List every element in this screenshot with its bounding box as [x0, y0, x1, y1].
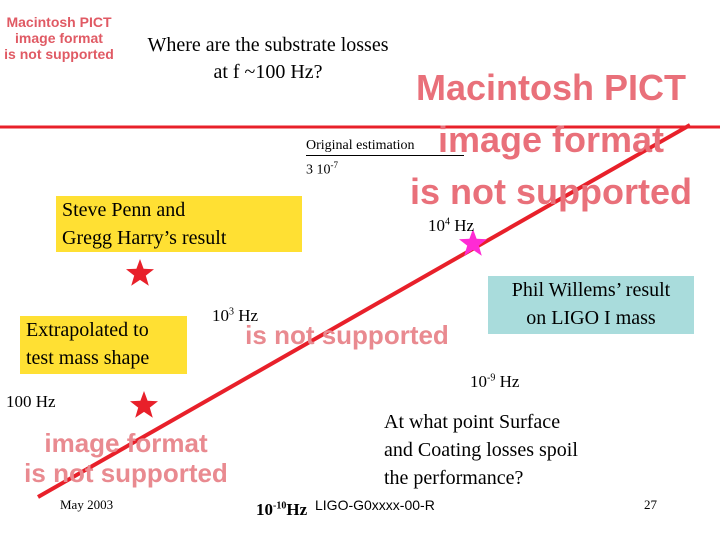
page-number: 27 [644, 497, 657, 512]
question-line: and Coating losses spoil [384, 439, 578, 461]
loss-trend-line [37, 123, 691, 499]
penn-harry-result-box: Steve Penn and Gregg Harry’s result [56, 196, 302, 252]
original-estimation-value: 3 10 [306, 162, 331, 178]
footer-document-id: LIGO-G0xxxx-00-R [315, 497, 435, 513]
label-exponent: -9 [487, 372, 496, 384]
placeholder-line: is not supported [24, 458, 228, 488]
unsupported-image-placeholder-small: Macintosh PICT image format is not suppo… [0, 14, 118, 62]
label-unit: Hz [495, 372, 520, 391]
question-text: At what point Surface and Coating losses… [384, 408, 644, 492]
placeholder-line: image format [44, 428, 208, 458]
box-line: Extrapolated to [26, 319, 149, 341]
extrapolated-box: Extrapolated to test mass shape [20, 316, 187, 374]
placeholder-line: image format [437, 119, 665, 160]
box-line: Steve Penn and [62, 199, 186, 221]
placeholder-line: Macintosh PICT [6, 14, 112, 30]
label-base: 10 [470, 372, 487, 391]
label-unit: Hz [234, 306, 259, 325]
label-exponent: 4 [445, 216, 450, 228]
placeholder-line: is not supported [410, 171, 692, 212]
footer-date: May 2003 [60, 497, 114, 512]
label-10e4-hz: 104 Hz [428, 216, 474, 236]
label-exponent: -10 [273, 500, 287, 512]
box-line: Gregg Harry’s result [62, 227, 227, 249]
star-icon [130, 391, 158, 418]
unsupported-image-placeholder-faded-lower: image format is not supported [8, 428, 244, 488]
label-10e-9: 10-9 Hz [470, 372, 519, 392]
willems-result-box: Phil Willems’ result on LIGO I mass [488, 276, 694, 334]
label-unit: Hz [286, 500, 308, 519]
box-line: Phil Willems’ result [511, 279, 671, 301]
star-icon [126, 259, 154, 286]
placeholder-line: is not supported [4, 46, 114, 62]
label-base: 10 [256, 500, 273, 519]
title-line: Where are the substrate losses [147, 34, 389, 56]
label-base: 10 [428, 216, 445, 235]
placeholder-line: is not supported [245, 320, 449, 350]
label-100-hz: 100 Hz [6, 392, 56, 411]
star-icon [459, 229, 487, 256]
question-line: the performance? [384, 467, 524, 489]
label-exponent: 3 [229, 306, 234, 318]
label-base: 10 [212, 306, 229, 325]
placeholder-line: Macintosh PICT [415, 67, 687, 108]
unsupported-image-placeholder-faded: is not supported [228, 320, 466, 350]
title-line: at f ~100 Hz? [213, 61, 323, 83]
original-estimation-exponent: -7 [330, 160, 339, 170]
placeholder-line: image format [15, 30, 103, 46]
original-estimation: Original estimation 3 10-7 [306, 137, 464, 180]
box-line: on LIGO I mass [526, 307, 656, 329]
slide-title: Where are the substrate losses at f ~100… [118, 32, 418, 86]
label-10e-10: 10-10Hz [256, 500, 307, 520]
label-unit: Hz [450, 216, 475, 235]
unsupported-image-placeholder-large: Macintosh PICT image format is not suppo… [406, 62, 696, 218]
question-line: At what point Surface [384, 411, 561, 433]
label-10e3-hz: 103 Hz [212, 306, 258, 326]
original-estimation-label: Original estimation [306, 137, 464, 156]
box-line: test mass shape [26, 347, 150, 369]
